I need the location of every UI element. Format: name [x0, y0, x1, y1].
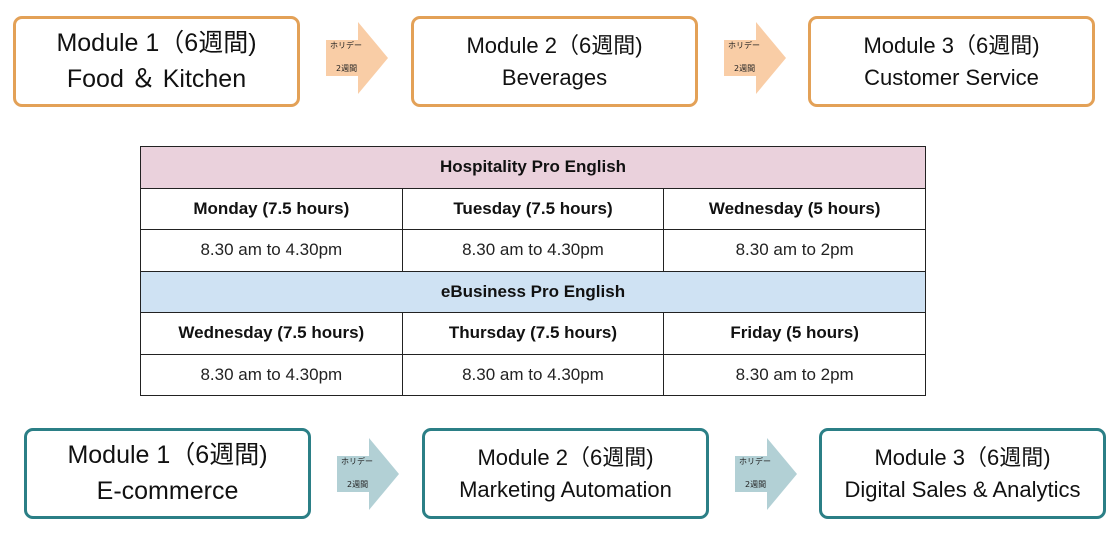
holiday-duration: 2週間 [745, 480, 767, 489]
ebusiness-module-1: Module 1（6週間) E-commerce [24, 428, 311, 519]
table-row: Hospitality Pro English [140, 146, 926, 189]
holiday-label: ホリデー [728, 41, 760, 50]
holiday-label: ホリデー [330, 41, 362, 50]
ebusiness-module-3: Module 3（6週間) Digital Sales & Analytics [819, 428, 1106, 519]
holiday-arrow: ホリデー 2週間 [326, 22, 388, 94]
holiday-arrow: ホリデー 2週間 [735, 438, 797, 510]
arrow-right-icon [326, 22, 388, 94]
arrow-right-icon [724, 22, 786, 94]
holiday-arrow: ホリデー 2週間 [724, 22, 786, 94]
module-title: Module 3（6週間) [863, 33, 1040, 59]
module-title: Module 1（6週間) [67, 441, 268, 469]
hospitality-section-title: Hospitality Pro English [140, 146, 926, 189]
module-title: Module 1（6週間) [56, 29, 257, 57]
time-cell: 8.30 am to 4.30pm [140, 353, 403, 396]
day-header: Thursday (7.5 hours) [401, 312, 665, 355]
time-cell: 8.30 am to 4.30pm [401, 229, 665, 272]
schedule-table: Hospitality Pro English Monday (7.5 hour… [140, 146, 926, 396]
day-header: Monday (7.5 hours) [140, 187, 403, 230]
arrow-right-icon [337, 438, 399, 510]
hospitality-module-3: Module 3（6週間) Customer Service [808, 16, 1095, 107]
ebusiness-module-2: Module 2（6週間) Marketing Automation [422, 428, 709, 519]
module-subject: Customer Service [864, 64, 1039, 90]
table-row: Wednesday (7.5 hours) Thursday (7.5 hour… [140, 312, 926, 355]
table-row: 8.30 am to 4.30pm 8.30 am to 4.30pm 8.30… [140, 353, 926, 396]
holiday-arrow: ホリデー 2週間 [337, 438, 399, 510]
time-cell: 8.30 am to 2pm [663, 229, 926, 272]
ebusiness-section-title: eBusiness Pro English [140, 270, 926, 313]
module-subject: Food ＆ Kitchen [66, 64, 247, 93]
day-header: Wednesday (7.5 hours) [140, 312, 403, 355]
module-title: Module 2（6週間) [477, 445, 654, 471]
module-title: Module 3（6週間) [874, 445, 1051, 471]
arrow-right-icon [735, 438, 797, 510]
holiday-label: ホリデー [341, 457, 373, 466]
time-cell: 8.30 am to 2pm [663, 353, 926, 396]
module-subject: Marketing Automation [459, 476, 672, 502]
table-row: Monday (7.5 hours) Tuesday (7.5 hours) W… [140, 187, 926, 230]
holiday-duration: 2週間 [336, 64, 358, 73]
module-subject: Digital Sales & Analytics [844, 476, 1081, 502]
table-row: eBusiness Pro English [140, 270, 926, 313]
module-title: Module 2（6週間) [466, 33, 643, 59]
holiday-duration: 2週間 [734, 64, 756, 73]
holiday-label: ホリデー [739, 457, 771, 466]
hospitality-module-2: Module 2（6週間) Beverages [411, 16, 698, 107]
table-row: 8.30 am to 4.30pm 8.30 am to 4.30pm 8.30… [140, 229, 926, 272]
time-cell: 8.30 am to 4.30pm [401, 353, 665, 396]
module-subject: E-commerce [96, 476, 239, 505]
day-header: Tuesday (7.5 hours) [401, 187, 665, 230]
module-subject: Beverages [501, 64, 608, 90]
day-header: Friday (5 hours) [663, 312, 926, 355]
hospitality-module-1: Module 1（6週間) Food ＆ Kitchen [13, 16, 300, 107]
time-cell: 8.30 am to 4.30pm [140, 229, 403, 272]
holiday-duration: 2週間 [347, 480, 369, 489]
day-header: Wednesday (5 hours) [663, 187, 926, 230]
